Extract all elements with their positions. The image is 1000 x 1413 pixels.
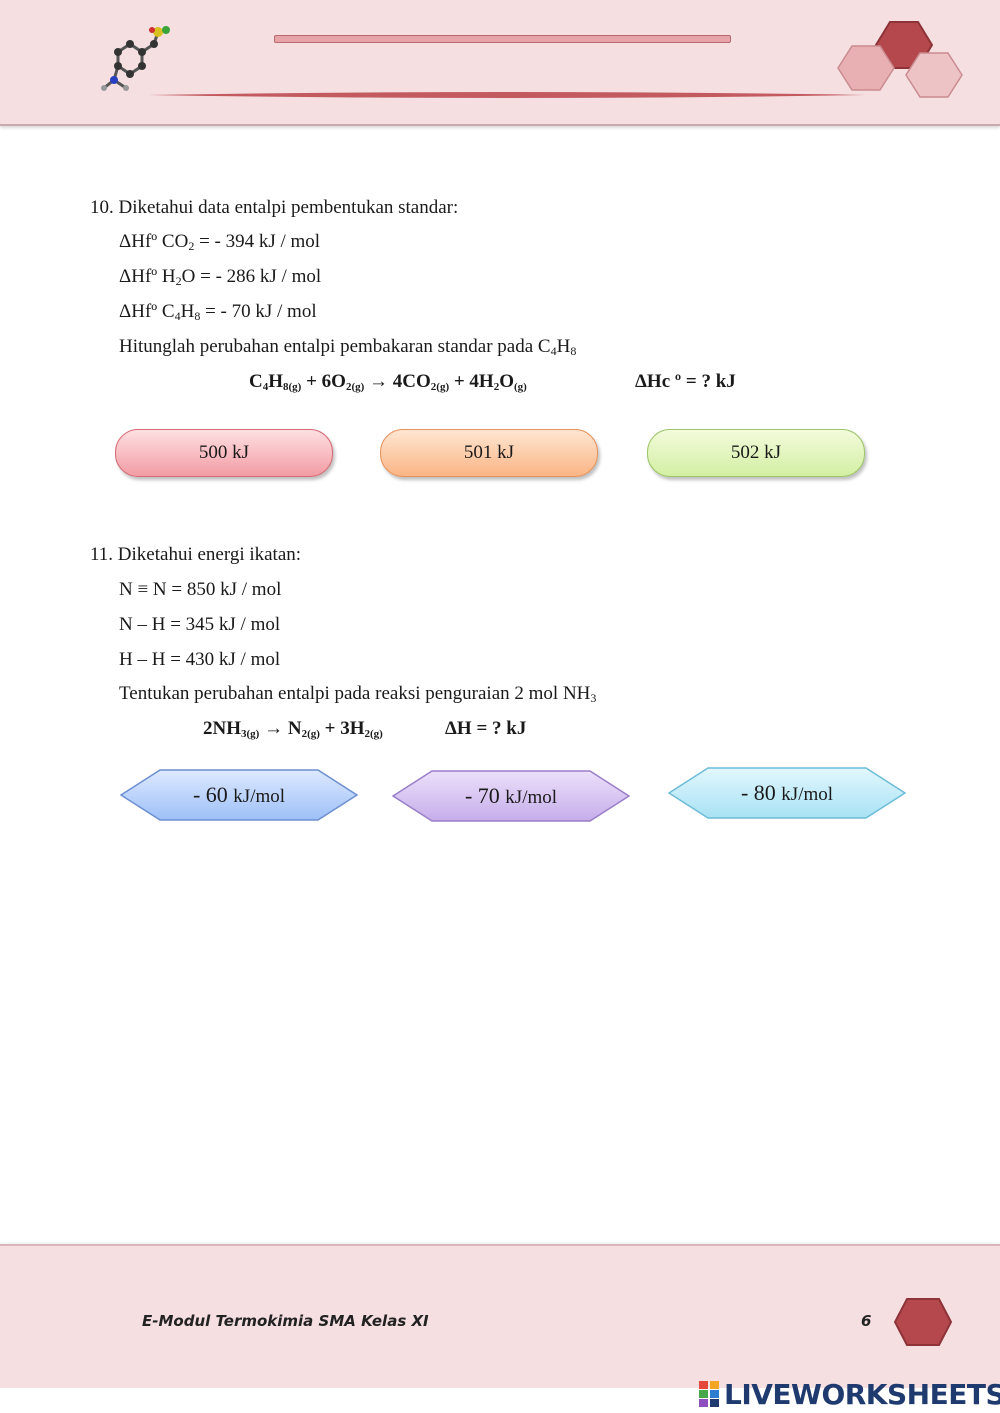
q11-question: Tentukan perubahan entalpi pada reaksi p…	[119, 683, 597, 705]
q11-option-label: - 60 kJ/mol	[192, 782, 286, 807]
liveworksheets-logo-icon	[699, 1381, 719, 1407]
page-footer	[0, 1244, 1000, 1388]
hexagon-shape	[120, 769, 358, 821]
q10-delta: ΔHc º = ? kJ	[635, 371, 736, 392]
q11-option-minus-60[interactable]: - 60 kJ/mol	[120, 769, 358, 821]
footer-page-number: 6	[861, 1312, 872, 1330]
q10-data-line-1: ΔHfº CO2 = - 394 kJ / mol	[119, 231, 321, 253]
hexagon-shape	[392, 770, 630, 822]
footer-module-title: E-Modul Termokimia SMA Kelas XI	[142, 1312, 429, 1330]
q11-delta: ΔH = ? kJ	[445, 718, 527, 739]
q10-option-501[interactable]: 501 kJ	[380, 429, 598, 477]
header-bar-top	[274, 35, 731, 43]
liveworksheets-logo-text: LIVEWORKSHEETS	[724, 1377, 1000, 1411]
q11-option-label: - 70 kJ/mol	[464, 783, 558, 808]
q11-equation: 2NH3(g) → N2(g) + 3H2(g)	[203, 718, 383, 740]
q11-data-line-2: N – H = 345 kJ / mol	[119, 614, 281, 635]
q10-data-line-2: ΔHfº H2O = - 286 kJ / mol	[119, 266, 322, 288]
q10-option-label: 502 kJ	[730, 442, 782, 463]
q11-option-minus-80[interactable]: - 80 kJ/mol	[668, 767, 906, 819]
hexagon-cluster-icon	[837, 21, 963, 98]
q10-option-label: 501 kJ	[463, 442, 515, 463]
molecule-icon	[101, 26, 170, 91]
q11-data-line-3: H – H = 430 kJ / mol	[119, 649, 281, 670]
q11-intro: 11. Diketahui energi ikatan:	[90, 544, 302, 565]
q10-intro: 10. Diketahui data entalpi pembentukan s…	[90, 197, 459, 218]
hexagon-shape	[668, 767, 906, 819]
q10-option-500[interactable]: 500 kJ	[115, 429, 333, 477]
q10-option-label: 500 kJ	[198, 442, 250, 463]
q10-data-line-3: ΔHfº C4H8 = - 70 kJ / mol	[119, 301, 317, 323]
q11-option-label: - 80 kJ/mol	[740, 780, 834, 805]
q11-data-line-1: N ≡ N = 850 kJ / mol	[119, 579, 282, 600]
liveworksheets-logo: LIVEWORKSHEETS	[698, 1377, 1000, 1411]
header-bar-bottom	[148, 92, 866, 98]
page-header	[0, 0, 1000, 126]
q11-option-minus-70[interactable]: - 70 kJ/mol	[392, 770, 630, 822]
q10-equation: C4H8(g) + 6O2(g) → 4CO2(g) + 4H2O(g)	[249, 371, 527, 393]
q10-question: Hitunglah perubahan entalpi pembakaran s…	[119, 336, 577, 358]
footer-hexagon-icon	[893, 1298, 953, 1346]
q10-option-502[interactable]: 502 kJ	[647, 429, 865, 477]
